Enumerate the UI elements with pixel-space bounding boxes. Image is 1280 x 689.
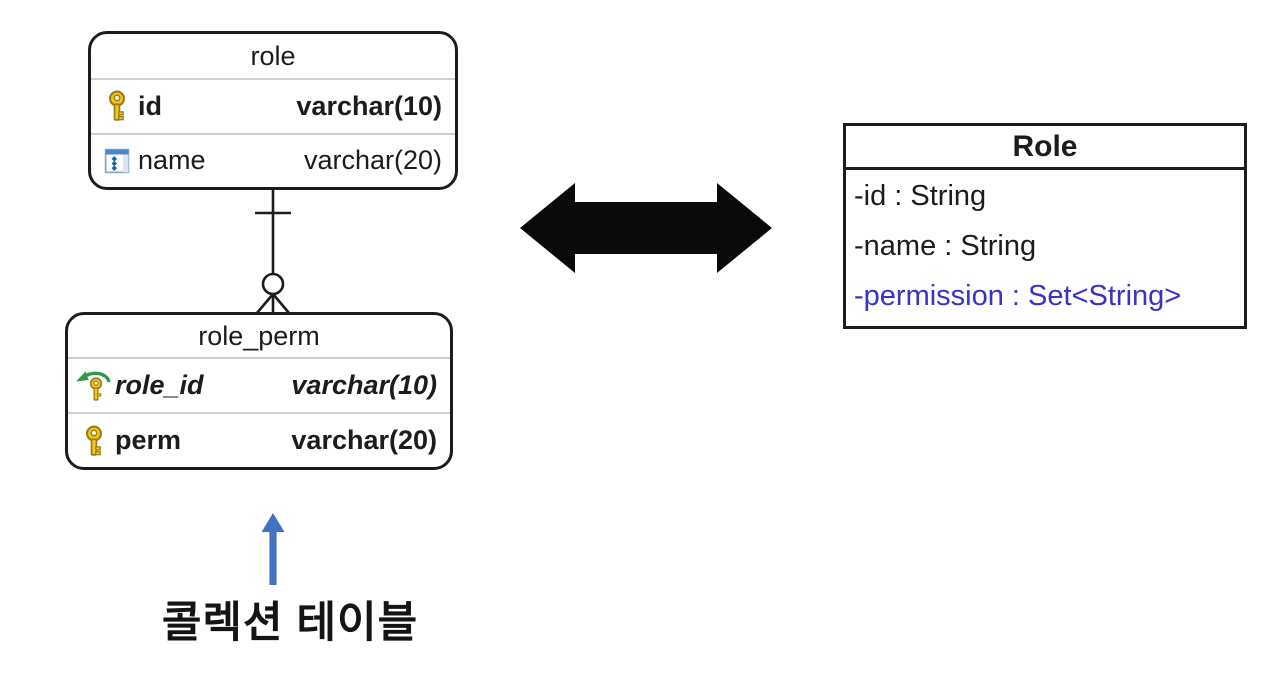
table-row: name varchar(20) — [91, 132, 455, 188]
zero-cardinality-marker — [261, 272, 285, 296]
annotation-label: 콜렉션 테이블 — [161, 599, 419, 647]
er-table-role-perm-title: role_perm — [68, 315, 450, 359]
column-type: varchar(20) — [303, 145, 442, 176]
primary-key-icon — [98, 90, 136, 122]
foreign-key-icon — [75, 369, 113, 403]
uml-attribute: -id : String — [854, 180, 987, 213]
column-name: role_id — [115, 370, 204, 400]
uml-class-role: Role -id : String -name : String -permis… — [843, 123, 1247, 329]
column-type: varchar(20) — [291, 425, 437, 455]
uml-attribute: -permission : Set<String> — [854, 280, 1182, 313]
relationship-connector — [255, 189, 291, 314]
column-name: name — [138, 145, 206, 176]
uml-attribute: -name : String — [854, 230, 1037, 263]
double-arrow-shape — [520, 183, 772, 273]
uml-attribute-list: -id : String -name : String -permission … — [846, 170, 1244, 326]
uml-class-title: Role — [846, 126, 1244, 170]
er-table-role-perm: role_perm role_id varchar(10) — [65, 312, 453, 470]
column-icon — [98, 148, 136, 174]
er-table-role: role id varchar(10) — [88, 31, 458, 190]
column-type: varchar(10) — [296, 90, 442, 121]
column-name: perm — [115, 425, 182, 455]
er-table-role-title: role — [91, 34, 455, 80]
crow-foot-many-marker — [256, 293, 290, 314]
column-name: id — [138, 90, 162, 121]
up-arrow-shape — [261, 513, 285, 585]
table-row: role_id varchar(10) — [68, 359, 450, 412]
table-row: perm varchar(20) — [68, 412, 450, 467]
column-type: varchar(10) — [291, 370, 437, 400]
primary-key-icon — [75, 425, 113, 457]
table-row: id varchar(10) — [91, 80, 455, 133]
annotation-up-arrow — [261, 513, 285, 585]
mapping-double-arrow — [520, 183, 772, 273]
